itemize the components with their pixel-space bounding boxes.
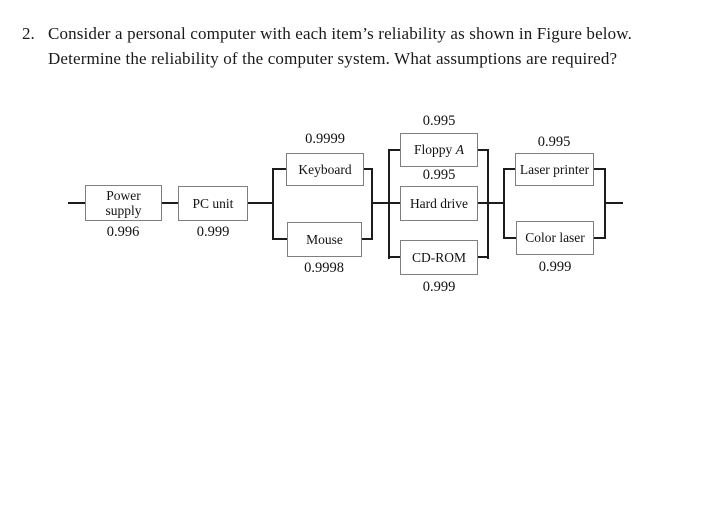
laserprinter-left-stub [505,168,515,170]
floppy-right-stub [478,149,487,151]
reliability-value-color-laser: 0.999 [538,259,572,275]
laserprinter-right-stub [594,168,604,170]
floppy-left-stub [390,149,400,151]
keyboard-right-stub [364,168,371,170]
block-label: Color laser [525,230,585,246]
question-number: 2. [22,24,35,43]
branch2-left-rail [388,149,390,259]
harddrive-left-stub [390,202,400,204]
block-label: Hard drive [409,195,469,211]
block-label: CD-ROM [411,249,466,265]
reliability-value-pc-unit: 0.999 [196,224,230,240]
connector-branch1-branch2 [373,202,388,204]
reliability-value-cd-rom: 0.999 [422,279,456,295]
question-text-line1: Consider a personal computer with each i… [48,24,633,43]
block-laser-printer: Laser printer [515,153,594,186]
branch3-left-rail [503,168,505,239]
reliability-value-floppy: 0.995 [422,113,456,129]
block-power-supply: Power supply [85,185,162,221]
reliability-value-keyboard: 0.9999 [305,131,345,147]
question-text-line2: Determine the reliability of the compute… [48,49,618,68]
cdrom-right-stub [478,256,487,258]
block-floppy-a: Floppy A [400,133,478,167]
block-label: Keyboard [298,161,352,177]
connector-powersupply-pcunit [162,202,178,204]
reliability-value-mouse: 0.9998 [304,260,344,276]
block-keyboard: Keyboard [286,153,364,186]
branch2-right-rail [487,149,489,259]
keyboard-left-stub [274,168,286,170]
block-mouse: Mouse [287,222,362,257]
connector-branch2-branch3 [489,202,503,204]
block-label: Mouse [306,231,343,247]
block-label: Laser printer [519,161,590,177]
colorlaser-right-stub [594,237,604,239]
mouse-left-stub [274,238,287,240]
input-line [68,202,85,204]
connector-pcunit-branch1 [248,202,272,204]
block-hard-drive: Hard drive [400,186,478,221]
branch3-right-rail [604,168,606,239]
branch1-right-rail [371,168,373,240]
block-label: PC unit [192,195,234,211]
mouse-right-stub [362,238,371,240]
block-label: Power supply [105,187,142,218]
block-label: Floppy A [414,142,464,158]
colorlaser-left-stub [505,237,516,239]
output-line [606,202,623,204]
block-cd-rom: CD-ROM [400,240,478,275]
block-pc-unit: PC unit [178,186,248,221]
reliability-value-laser-printer: 0.995 [537,134,571,150]
branch1-left-rail [272,168,274,240]
harddrive-right-stub [478,202,487,204]
reliability-value-hard-drive: 0.995 [422,167,456,183]
cdrom-left-stub [390,256,400,258]
reliability-value-power-supply: 0.996 [106,224,140,240]
block-color-laser: Color laser [516,221,594,255]
